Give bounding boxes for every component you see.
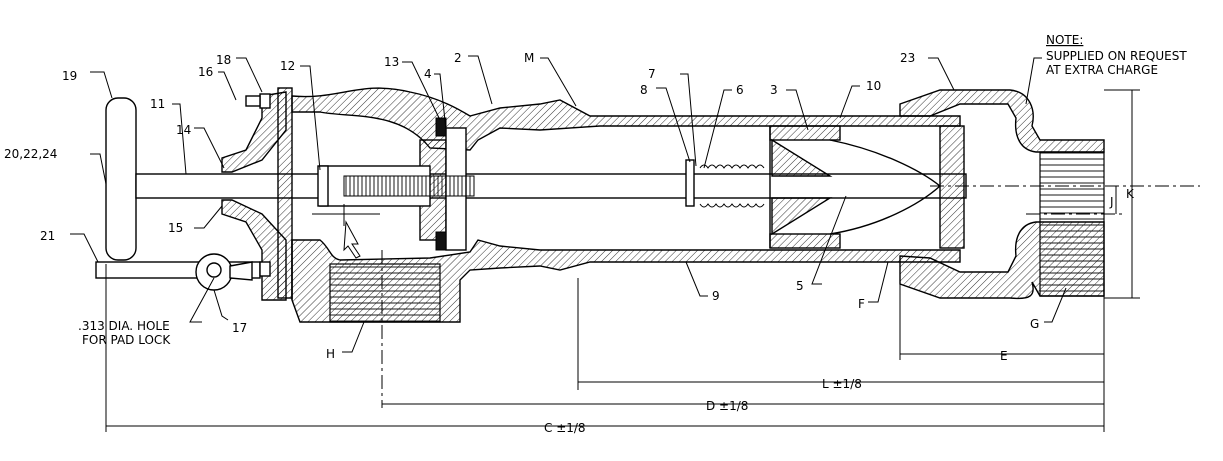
operating-rod [135, 173, 967, 199]
handle-grip [105, 97, 137, 261]
label-6: 6 [736, 83, 744, 97]
label-J: J [1109, 195, 1114, 209]
label-3: 3 [770, 83, 778, 97]
label-18: 18 [216, 53, 231, 67]
label-11: 11 [150, 97, 165, 111]
label-8: 8 [640, 83, 648, 97]
part-labels: 19 16 18 12 11 14 20,22,24 15 21 17 .313… [4, 33, 1187, 435]
label-15: 15 [168, 221, 183, 235]
label-19: 19 [62, 69, 77, 83]
label-G: G [1030, 317, 1039, 331]
label-10: 10 [866, 79, 881, 93]
label-21: 21 [40, 229, 55, 243]
label-K: K [1126, 187, 1135, 201]
label-12: 12 [280, 59, 295, 73]
dim-D: D ±1/8 [706, 399, 748, 413]
note-line2: AT EXTRA CHARGE [1046, 63, 1158, 77]
spring-assembly [685, 159, 765, 208]
label-7: 7 [648, 67, 656, 81]
centerlines [312, 185, 1200, 408]
label-5: 5 [796, 279, 804, 293]
note-heading: NOTE: [1046, 33, 1083, 47]
label-H: H [326, 347, 335, 361]
label-E: E [1000, 349, 1008, 363]
dim-C: C ±1/8 [544, 421, 586, 435]
label-4: 4 [424, 67, 432, 81]
label-16: 16 [198, 65, 213, 79]
dimension-lines [105, 89, 1140, 432]
check-valve [769, 125, 965, 249]
label-14: 14 [176, 123, 191, 137]
leader-lines [70, 55, 1067, 353]
hole-note-line2: FOR PAD LOCK [82, 333, 171, 347]
label-13: 13 [384, 55, 399, 69]
valve-seat [317, 117, 475, 251]
label-23: 23 [900, 51, 915, 65]
label-20-22-24: 20,22,24 [4, 147, 57, 161]
label-F: F [858, 297, 865, 311]
hole-note-line1: .313 DIA. HOLE [78, 319, 170, 333]
bonnet-housing [221, 87, 293, 301]
label-M: M [524, 51, 534, 65]
dim-L: L ±1/8 [822, 377, 862, 391]
lock-arm [95, 253, 261, 291]
outlet-adapter [899, 89, 1105, 300]
note-line1: SUPPLIED ON REQUEST [1046, 49, 1187, 63]
label-17: 17 [232, 321, 247, 335]
label-9: 9 [712, 289, 720, 303]
label-2: 2 [454, 51, 462, 65]
